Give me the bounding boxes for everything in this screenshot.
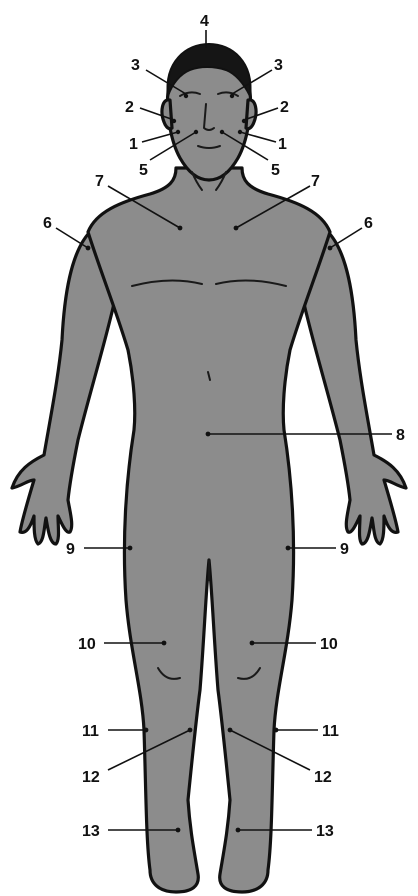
label-3-left: 3 <box>131 57 140 74</box>
label-8: 8 <box>396 427 405 444</box>
label-13-right: 13 <box>316 823 334 840</box>
label-12-left: 12 <box>82 769 100 786</box>
human-figure <box>12 44 406 892</box>
label-13-left: 13 <box>82 823 100 840</box>
label-5-right: 5 <box>271 162 280 179</box>
label-2-left: 2 <box>125 99 134 116</box>
label-6-right: 6 <box>364 215 373 232</box>
label-10-left: 10 <box>78 636 96 653</box>
label-10-right: 10 <box>320 636 338 653</box>
label-7-right: 7 <box>311 173 320 190</box>
label-12-right: 12 <box>314 769 332 786</box>
label-3-right: 3 <box>274 57 283 74</box>
label-6-left: 6 <box>43 215 52 232</box>
label-11-right: 11 <box>322 723 339 740</box>
label-11-left: 11 <box>82 723 99 740</box>
left-ear <box>162 100 172 129</box>
label-1-right: 1 <box>278 136 287 153</box>
label-5-left: 5 <box>139 162 148 179</box>
label-9-right: 9 <box>340 541 349 558</box>
label-4: 4 <box>200 13 209 30</box>
label-7-left: 7 <box>95 173 104 190</box>
label-9-left: 9 <box>66 541 75 558</box>
label-2-right: 2 <box>280 99 289 116</box>
label-1-left: 1 <box>129 136 138 153</box>
torso-and-legs <box>88 168 330 892</box>
right-ear <box>246 100 256 129</box>
